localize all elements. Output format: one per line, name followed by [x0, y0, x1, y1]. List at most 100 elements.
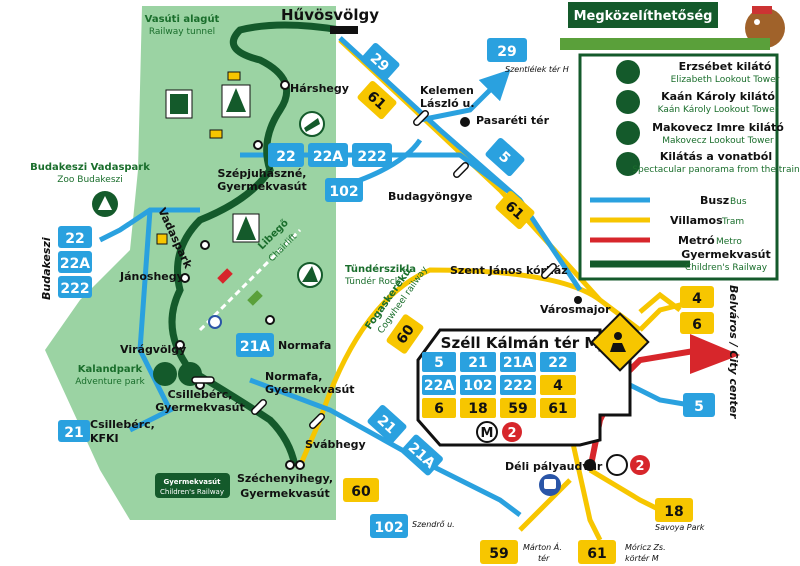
station-dots [175, 80, 305, 470]
park-area [45, 6, 336, 520]
svg-text:4: 4 [692, 291, 702, 307]
station-pasareti: Pasaréti tér [476, 114, 550, 127]
label-moricz2: körtér M [625, 553, 659, 563]
svg-text:222: 222 [60, 281, 89, 297]
label-szendro: Szendrő u. [412, 520, 455, 529]
chairlift-stations [208, 268, 263, 329]
svg-text:6: 6 [434, 401, 444, 417]
label-szentlelek: Szentlélek tér H [505, 64, 569, 74]
svg-text:22: 22 [548, 355, 567, 371]
station-varosmajor: Városmajor [540, 303, 611, 316]
label-belvaros: Belváros / City center [727, 285, 740, 419]
svg-text:4: 4 [553, 378, 563, 394]
station-viragvolgy: Virágvölgy [120, 343, 186, 356]
railway-station-icon [539, 474, 561, 496]
svg-text:21A: 21A [240, 339, 270, 355]
station-szepjuhaszne: Szépjuhászné, [218, 167, 307, 180]
legend-metro-en: Metro [716, 237, 742, 247]
lookout-tower-icons [92, 84, 325, 386]
hedgehog-mascot-icon [560, 6, 785, 50]
legend-item-2-en: Kaán Károly Lookout Tower [658, 105, 779, 115]
station-szepjuhaszne-gy: Gyermekvasút [217, 180, 307, 193]
legend-item-4-hu: Kilátás a vonatból [660, 150, 772, 163]
svg-text:102: 102 [463, 378, 492, 394]
svg-text:M: M [481, 426, 494, 441]
legend-railway-en: Children's Railway [685, 263, 768, 273]
svg-text:29: 29 [497, 44, 516, 60]
legend-item-3-hu: Makovecz Imre kilátó [652, 121, 784, 134]
legend-railway-hu: Gyermekvasút [681, 248, 771, 261]
svg-text:22A: 22A [60, 256, 90, 272]
svg-text:21A: 21A [503, 355, 533, 371]
svg-text:61: 61 [548, 401, 567, 417]
svg-text:22: 22 [65, 231, 84, 247]
svg-text:102: 102 [374, 520, 403, 536]
svg-text:22: 22 [276, 149, 295, 165]
svg-text:60: 60 [351, 484, 371, 500]
station-huvosvolgy: Hűvösvölgy [281, 6, 379, 24]
station-szechenyihegy-gy: Gyermekvasút [240, 487, 330, 500]
station-szechenyihegy: Széchenyihegy, [237, 472, 333, 485]
svg-text:5: 5 [694, 399, 704, 415]
metro-symbols: M 2 2 [476, 421, 650, 476]
gyermekvasut-badge-hu: Gyermekvasút [164, 478, 222, 486]
station-harshegy: Hárshegy [290, 82, 349, 95]
station-normafa2: Normafa, [265, 370, 322, 383]
legend-title: Megközelíthetőség [574, 9, 713, 24]
station-zoo-budakeszi: Zoo Budakeszi [57, 175, 123, 185]
label-savoya: Savoya Park [655, 523, 705, 532]
legend-icons [616, 60, 640, 176]
svg-text:18: 18 [664, 504, 683, 520]
svg-text:6: 6 [692, 317, 702, 333]
station-svabhegy: Svábhegy [305, 438, 366, 451]
legend-item-2-hu: Kaán Károly kilátó [661, 90, 775, 103]
childrens-railway [168, 21, 341, 467]
svg-text:22A: 22A [313, 149, 343, 165]
legend-tram-hu: Villamos [670, 214, 723, 227]
svg-text:222: 222 [503, 378, 532, 394]
station-csillebérc: Csillebérc, [168, 388, 233, 401]
svg-text:222: 222 [357, 149, 386, 165]
station-kfki: KFKI [90, 432, 119, 445]
station-vasuti-alagut: Vasúti alagút [145, 13, 220, 25]
station-janoshegy: Jánoshegy [119, 270, 184, 283]
station-tunder-rock: Tündér Rock [344, 276, 401, 287]
station-szent-janos: Szent János kórház [450, 264, 568, 277]
tram-badges: 61 61 60 60 4 6 18 59 61 [343, 80, 714, 564]
svg-text:21: 21 [468, 355, 487, 371]
station-csillebérc-gy: Gyermekvasút [155, 401, 245, 414]
svg-text:61: 61 [587, 546, 606, 562]
station-csillebérc-kfki: Csillebérc, [90, 418, 155, 431]
station-laszlo: László u. [420, 97, 475, 110]
legend-item-4-en: Spectacular panorama from the train [632, 165, 799, 175]
station-normafa2-gy: Gyermekvasút [265, 383, 355, 396]
label-moricz1: Móricz Zs. [625, 542, 666, 552]
station-deli: Déli pályaudvar M [505, 460, 617, 473]
station-normafa: Normafa [278, 339, 331, 352]
label-budakeszi: Budakeszi [40, 237, 53, 300]
label-marton1: Márton Á. [523, 541, 562, 552]
svg-text:18: 18 [468, 401, 487, 417]
station-budagyongye: Budagyöngye [388, 190, 472, 203]
station-adventure-park: Adventure park [75, 377, 145, 387]
stop-markers [191, 110, 557, 429]
svg-text:2: 2 [635, 459, 644, 474]
gyermekvasut-badge-en: Children's Railway [160, 488, 224, 496]
svg-text:2: 2 [507, 426, 516, 441]
railway-markers [156, 71, 241, 245]
label-marton2: tér [538, 553, 550, 563]
station-kalandpark: Kalandpark [78, 364, 143, 375]
station-tunderszikla: Tündérszikla [345, 263, 416, 275]
construction-icon [590, 312, 650, 372]
svg-text:59: 59 [508, 401, 527, 417]
svg-text:102: 102 [329, 184, 358, 200]
legend-item-1-hu: Erzsébet kilátó [679, 60, 772, 73]
svg-text:59: 59 [489, 546, 508, 562]
svg-text:21: 21 [64, 425, 83, 441]
svg-text:22A: 22A [424, 378, 454, 394]
legend-lines [590, 197, 690, 268]
metro-arrow [690, 334, 740, 374]
station-railway-tunnel: Railway tunnel [149, 27, 215, 37]
gyermekvasut-badge [155, 473, 230, 498]
legend-metro-hu: Metró [678, 234, 715, 247]
